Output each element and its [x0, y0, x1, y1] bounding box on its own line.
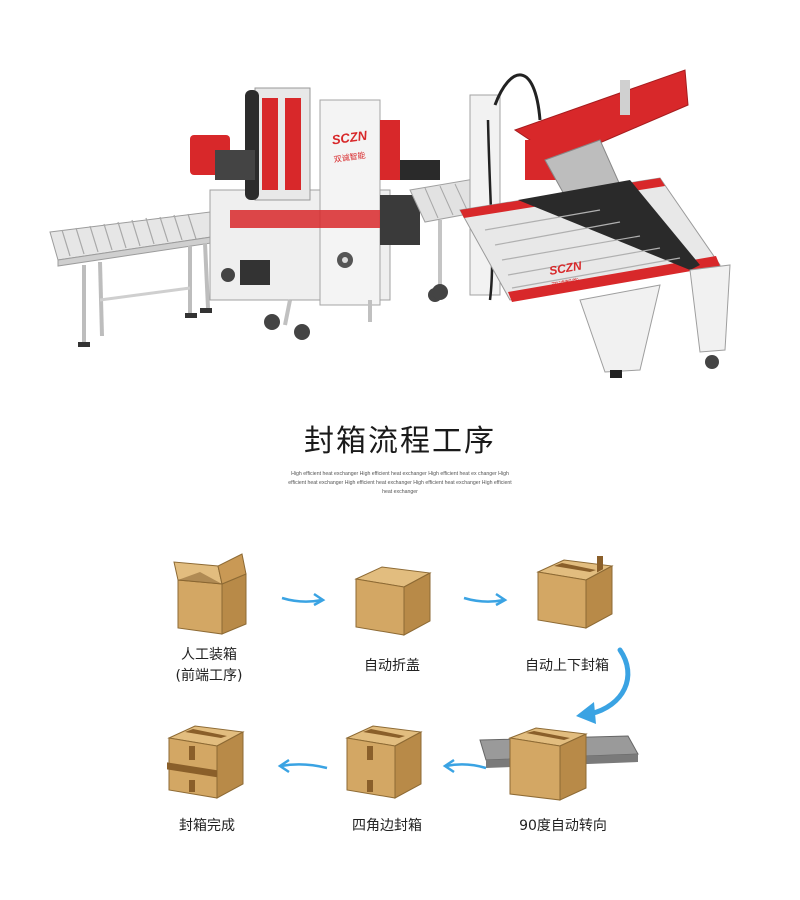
- machine-illustration: SCZN 双诚智能: [49, 69, 731, 378]
- carton-sealing-machine: SCZN 双诚智能: [459, 69, 731, 378]
- turning-box-icon: [479, 727, 639, 801]
- folded-box-icon: [354, 566, 432, 636]
- step-label-auto-fold: 自动折盖: [364, 658, 420, 674]
- arrow-right-icon: [463, 592, 508, 607]
- step-label-corner-seal: 四角边封箱: [352, 818, 422, 834]
- curved-arrow-down-icon: [576, 647, 631, 724]
- svg-text:SCZN: SCZN: [331, 128, 369, 148]
- taped-box-icon: [536, 556, 614, 629]
- flap-folding-machine: SCZN 双诚智能: [190, 87, 442, 340]
- arrow-left-icon: [277, 758, 328, 774]
- page-title: 封箱流程工序: [304, 424, 496, 459]
- step-label-90-turn: 90度自动转向: [519, 818, 607, 834]
- corner-sealed-box-icon: [345, 725, 423, 799]
- svg-text:双诚智能: 双诚智能: [333, 150, 366, 164]
- step-label-manual-packing: 人工装箱 (前端工序): [175, 647, 243, 684]
- open-box-icon: [173, 553, 247, 635]
- step-label-sealing-done: 封箱完成: [179, 818, 235, 834]
- svg-text:SCZN: SCZN: [548, 258, 583, 278]
- step-label-top-bottom-seal: 自动上下封箱: [525, 658, 609, 674]
- arrow-right-icon: [281, 592, 326, 607]
- subtitle-text: High efficient heat exchanger High effic…: [288, 471, 512, 495]
- finished-box-icon: [167, 725, 245, 799]
- infeed-roller-conveyor: [49, 211, 219, 347]
- arrow-left-icon: [442, 758, 487, 774]
